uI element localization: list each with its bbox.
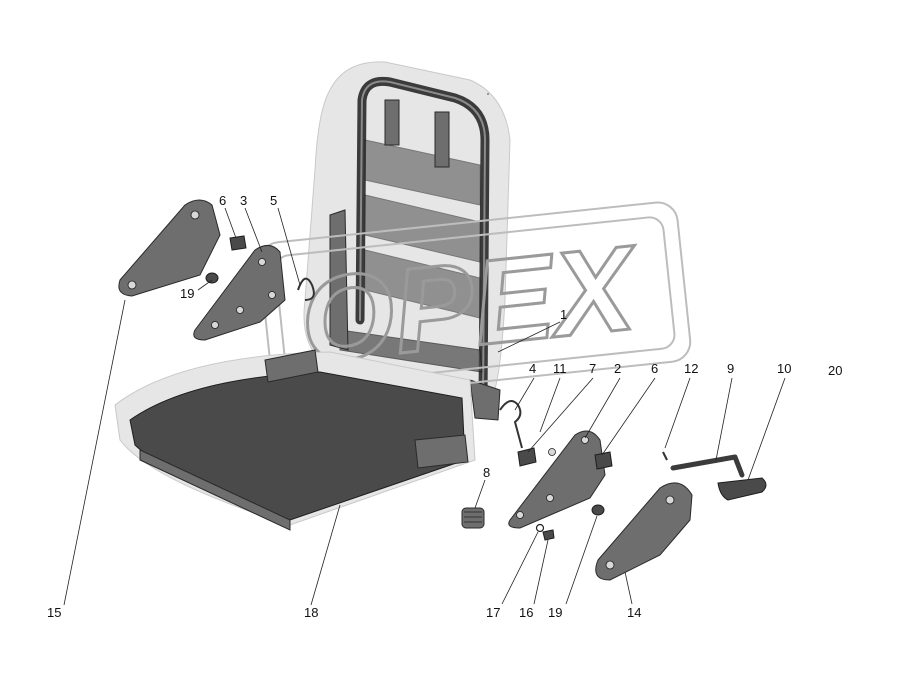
callout-1: 1 — [560, 307, 567, 322]
bushing — [517, 447, 537, 467]
right-outer-cover — [595, 482, 693, 581]
callout-9: 9 — [727, 361, 734, 376]
callout-10: 10 — [777, 361, 791, 376]
right-bolt — [594, 451, 613, 470]
callout-16: 16 — [519, 605, 533, 620]
left-bolt — [229, 235, 247, 251]
callout-8: 8 — [483, 465, 490, 480]
left-hinge-bracket — [193, 245, 286, 341]
right-hinge-bracket — [508, 430, 606, 529]
callout-3: 3 — [240, 193, 247, 208]
callout-6b: 6 — [651, 361, 658, 376]
seat-cushion — [114, 349, 476, 531]
callout-15: 15 — [47, 605, 61, 620]
callout-11: 11 — [553, 361, 567, 376]
leader-lines — [63, 93, 786, 606]
callout-20: 20 — [828, 363, 842, 378]
screw — [542, 529, 555, 541]
callout-5: 5 — [270, 193, 277, 208]
seat-back-frame — [329, 76, 501, 421]
coil-spring — [461, 507, 485, 529]
callout-2: 2 — [614, 361, 621, 376]
left-outer-cover — [118, 199, 221, 297]
callout-19a: 19 — [180, 286, 194, 301]
callout-19b: 19 — [548, 605, 562, 620]
callout-6a: 6 — [219, 193, 226, 208]
callout-7: 7 — [589, 361, 596, 376]
callout-12: 12 — [684, 361, 698, 376]
washer — [535, 523, 545, 533]
callout-labels: 1 2 3 4 5 6 6 7 8 9 10 11 12 14 15 16 17… — [47, 193, 842, 620]
handle-grip — [717, 477, 767, 501]
callout-18: 18 — [304, 605, 318, 620]
callout-17: 17 — [486, 605, 500, 620]
left-cap-nut — [205, 272, 219, 284]
left-spring — [297, 277, 315, 301]
callout-14: 14 — [627, 605, 641, 620]
adjuster-handle — [670, 454, 745, 478]
right-cap-nut — [591, 504, 605, 516]
callout-4: 4 — [529, 361, 536, 376]
pin — [662, 451, 668, 461]
hinge-spring — [499, 400, 523, 449]
